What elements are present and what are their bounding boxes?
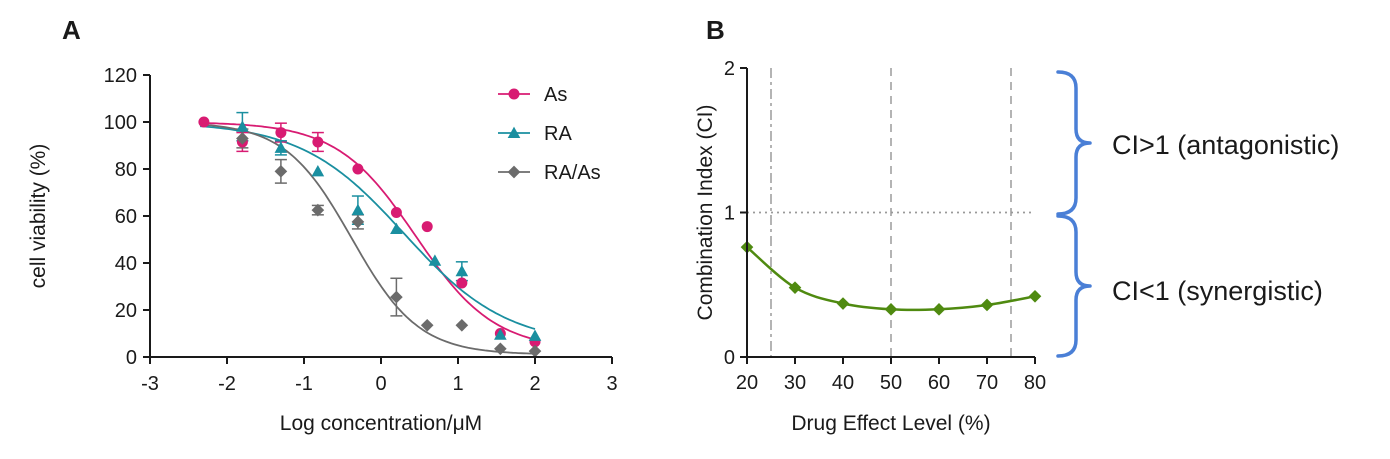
antagonistic-annotation: CI>1 (antagonistic): [1112, 130, 1339, 160]
x-tick-label: 80: [1024, 372, 1046, 394]
x-tick-label: 3: [606, 373, 617, 395]
axes: -3 -2 -1 0 1 2 3 0 20 40 60 80 100 120: [104, 65, 618, 395]
data-point: [455, 318, 469, 332]
y-tick-label: 20: [115, 300, 137, 322]
data-point: [455, 264, 469, 277]
ci-point: [1028, 289, 1042, 303]
data-point: [352, 163, 364, 175]
data-points: [198, 116, 542, 358]
data-point: [236, 120, 249, 132]
ci-point: [884, 302, 898, 316]
x-tick-label: 70: [976, 372, 998, 394]
legend-label: As: [544, 84, 567, 106]
data-point: [312, 136, 324, 148]
ci-points: [740, 240, 1042, 316]
y-axis-title: cell viability (%): [27, 144, 50, 289]
x-tick-label: -1: [295, 373, 313, 395]
y-tick-label: 0: [126, 347, 137, 369]
x-axis-title: Drug Effect Level (%): [791, 412, 990, 435]
ci-point: [788, 281, 802, 294]
data-point: [528, 344, 542, 358]
x-tick-label: 50: [880, 372, 902, 394]
data-point: [428, 254, 442, 266]
data-point: [420, 318, 434, 332]
x-tick-label: 20: [736, 372, 758, 394]
legend-marker: [508, 88, 520, 100]
data-point: [311, 203, 325, 217]
y-tick-label: 100: [104, 112, 137, 134]
legend-label: RA: [544, 123, 572, 145]
ci-point: [836, 297, 850, 310]
ci-brackets: [1056, 70, 1092, 358]
data-point: [311, 165, 325, 177]
data-point: [494, 342, 507, 356]
data-point: [198, 116, 210, 128]
data-point: [274, 141, 288, 153]
y-tick-label: 120: [104, 65, 137, 87]
x-tick-label: 40: [832, 372, 854, 394]
panel-b-label: B: [706, 15, 725, 45]
y-axis-title: Combination Index (CI): [694, 105, 717, 321]
data-point: [390, 206, 402, 218]
data-point: [528, 329, 542, 341]
x-tick-label: 30: [784, 372, 806, 394]
y-tick-label: 80: [115, 159, 137, 181]
y-tick-label: 2: [724, 58, 735, 80]
data-point: [351, 215, 365, 229]
x-tick-label: 60: [928, 372, 950, 394]
data-point: [351, 203, 365, 216]
x-tick-label: -3: [141, 373, 159, 395]
data-point: [274, 165, 288, 178]
synergistic-bracket: [1056, 214, 1092, 358]
fit-curves: [200, 122, 536, 355]
legend-label: RA/As: [544, 162, 601, 184]
antagonistic-bracket: [1056, 70, 1092, 216]
data-point: [236, 132, 249, 145]
x-tick-label: 0: [375, 373, 386, 395]
ci-point: [980, 298, 994, 312]
panel-a-label: A: [62, 15, 81, 45]
data-point: [494, 328, 507, 340]
y-tick-label: 1: [724, 203, 735, 225]
fit-curve: [200, 125, 536, 330]
x-tick-label: -2: [218, 373, 236, 395]
y-tick-label: 40: [115, 253, 137, 275]
x-tick-label: 1: [452, 373, 463, 395]
synergistic-annotation: CI<1 (synergistic): [1112, 276, 1323, 306]
x-tick-label: 2: [529, 373, 540, 395]
x-axis-title: Log concentration/μM: [280, 412, 482, 435]
data-point: [421, 221, 433, 233]
ci-point: [932, 302, 946, 316]
legend-marker: [507, 126, 521, 139]
legend-marker: [507, 165, 521, 179]
y-tick-label: 0: [724, 347, 735, 369]
data-point: [390, 290, 403, 304]
data-point: [275, 127, 287, 139]
y-tick-label: 60: [115, 206, 137, 228]
fit-curve: [200, 122, 536, 341]
axes: 20 30 40 50 60 70 80 0 1 2: [724, 58, 1046, 394]
fit-curve: [200, 123, 536, 355]
data-point: [456, 277, 468, 289]
data-point: [390, 222, 403, 234]
